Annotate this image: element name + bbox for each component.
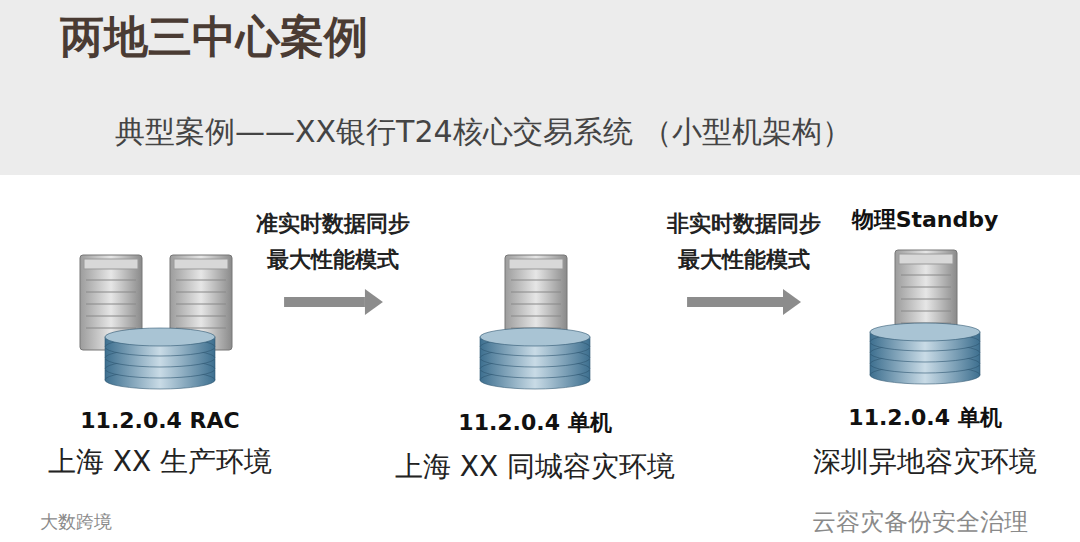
subtitle: 典型案例——XX银行T24核心交易系统 （小型机架构） (115, 112, 852, 153)
edge-label: 非实时数据同步 最大性能模式 (661, 204, 827, 280)
server-storage-icon (60, 250, 260, 400)
sync-arrow (284, 289, 383, 315)
server-storage-icon (825, 245, 1025, 395)
server-node: 11.2.0.4 RAC 上海 XX 生产环境 (38, 250, 282, 481)
node-heading: 物理Standby (852, 205, 999, 245)
server-storage-icon (435, 250, 635, 400)
db-version: 11.2.0.4 单机 (458, 408, 611, 438)
watermark: 云容灾备份安全治理 (812, 506, 1028, 538)
slide-title: 两地三中心案例 (60, 8, 368, 67)
server-node: 物理Standby 11.2.0.4 单机深圳异地容灾环境 (803, 205, 1047, 481)
site-name: 上海 XX 生产环境 (48, 443, 272, 481)
site-name: 上海 XX 同城容灾环境 (395, 448, 675, 486)
db-version: 11.2.0.4 单机 (848, 403, 1001, 433)
edge-label: 准实时数据同步 最大性能模式 (250, 204, 416, 280)
server-node: 11.2.0.4 单机上海 XX 同城容灾环境 (385, 250, 685, 486)
watermark: 大数跨境 (40, 510, 112, 534)
sync-arrow (687, 289, 801, 315)
site-name: 深圳异地容灾环境 (813, 443, 1037, 481)
db-version: 11.2.0.4 RAC (80, 408, 239, 433)
